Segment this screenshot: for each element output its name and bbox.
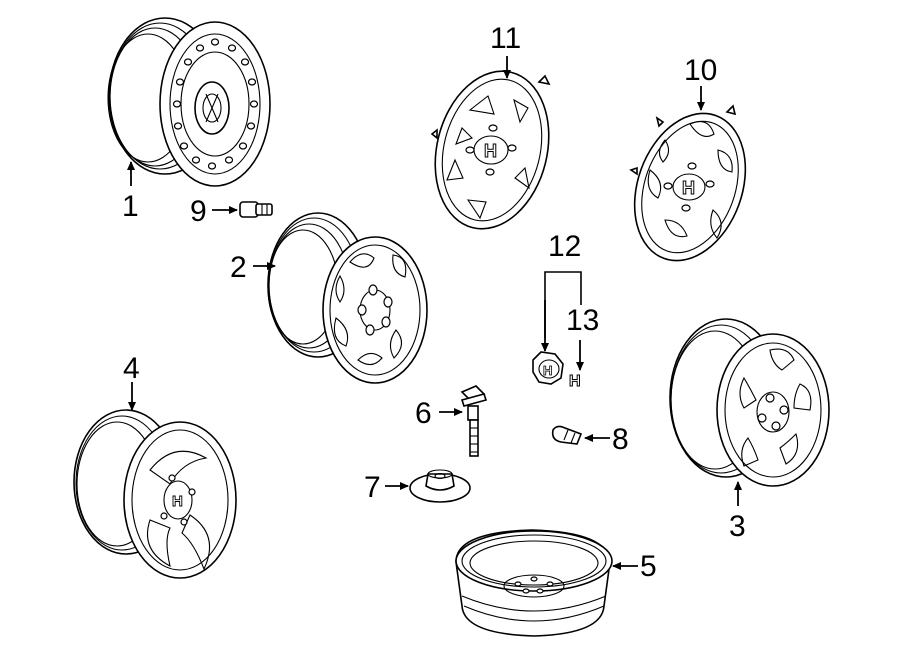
callout-12: 12 xyxy=(548,230,581,263)
callout-3: 3 xyxy=(729,510,746,543)
wheel-cover-part-10: H xyxy=(629,104,747,262)
callout-1: 1 xyxy=(122,190,139,223)
cap-logo-12: H xyxy=(543,363,552,378)
wheel-cover-part-11: H xyxy=(430,70,551,230)
callout-5: 5 xyxy=(640,550,657,583)
callout-9: 9 xyxy=(190,195,207,228)
center-cap-part-12: H xyxy=(532,351,564,385)
valve-stem-part-6 xyxy=(460,385,488,457)
cover-logo-11: H xyxy=(484,141,497,161)
callout-10: 10 xyxy=(684,54,717,87)
cover-logo-10: H xyxy=(682,178,695,198)
wheel-logo-4: H xyxy=(172,493,183,510)
emblem-part-13: H xyxy=(569,373,582,391)
alloy-wheel-part-3 xyxy=(669,318,830,487)
callout-11: 11 xyxy=(490,22,521,55)
callout-2: 2 xyxy=(230,251,247,284)
callout-7: 7 xyxy=(364,471,381,504)
callout-13: 13 xyxy=(566,304,599,337)
lug-nut-part-9 xyxy=(239,201,273,218)
spacer-part-7 xyxy=(409,469,471,503)
callout-6: 6 xyxy=(415,397,432,430)
alloy-wheel-part-4: H xyxy=(73,409,237,579)
callout-4: 4 xyxy=(123,352,140,385)
callout-8: 8 xyxy=(612,423,629,456)
steel-wheel-part-1 xyxy=(107,17,271,187)
alloy-wheel-part-2 xyxy=(267,212,428,384)
valve-cap-part-8 xyxy=(551,425,583,445)
emblem-logo-13: H xyxy=(569,373,581,390)
spare-wheel-part-5 xyxy=(455,529,613,637)
